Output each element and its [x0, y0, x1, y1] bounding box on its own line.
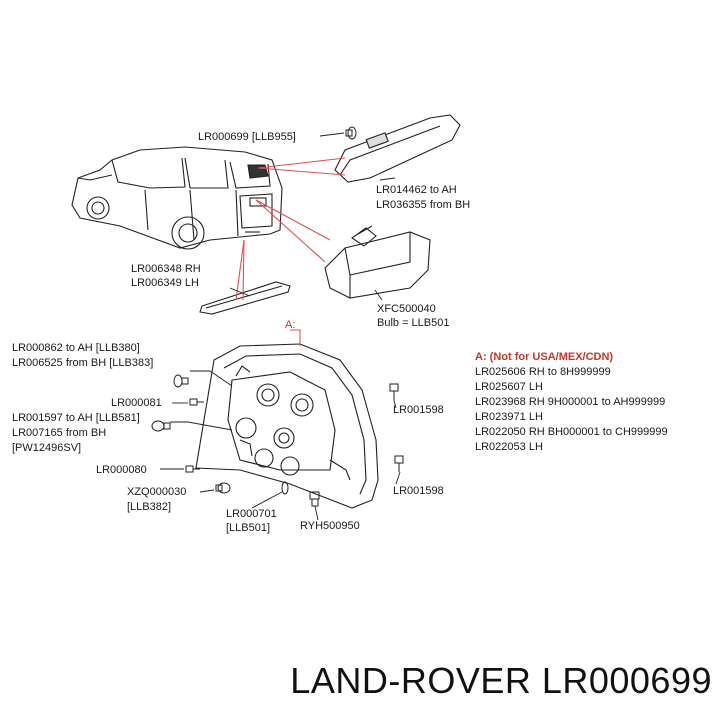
label-lamp-line1: LR000862 to AH [LLB380]	[12, 342, 140, 354]
red-leader-lines	[235, 157, 346, 346]
bulb-llb382	[215, 482, 231, 494]
screw-top	[389, 383, 399, 400]
label-bulb-llb501: [LLB501]	[226, 522, 271, 534]
notes-line: LR022050 RH BH000001 to CH999999	[475, 426, 668, 438]
label-lamp-line2: LR006525 from BH [LLB383]	[12, 357, 154, 369]
label-nut-ryh: RYH500950	[300, 520, 360, 532]
notes-line: LR025606 RH to 8H999999	[475, 366, 611, 378]
footer-title: LAND-ROVER LR000699	[290, 660, 712, 701]
bulb-llb501	[281, 481, 289, 495]
label-bulb-lr000081: LR000081	[111, 397, 162, 409]
notes-header: A: (Not for USA/MEX/CDN)	[475, 351, 614, 363]
rear-reflector	[199, 281, 291, 315]
bulb-llb955	[345, 126, 357, 140]
bulb-llb581	[151, 420, 171, 432]
rear-lamp-assembly	[195, 343, 379, 509]
label-screw-bottom: LR001598	[393, 485, 444, 497]
label-plate-lamp-part: XFC500040	[377, 303, 436, 315]
label-high-stop-line2: LR036355 from BH	[376, 199, 471, 211]
nut-ryh500950	[309, 491, 320, 507]
label-brake-lamp-part: LR000699 [LLB955]	[198, 131, 296, 143]
label-bulb-lr000080: LR000080	[96, 464, 147, 476]
label-bulb-lr000701: LR000701	[226, 508, 277, 520]
label-bulb-pw: [PW12496SV]	[12, 442, 82, 454]
label-screw-top: LR001598	[393, 404, 444, 416]
label-bulb-lr001597: LR001597 to AH [LLB581]	[12, 412, 140, 424]
bulb-llb380	[173, 374, 189, 388]
black-leader-lines	[160, 132, 401, 521]
notes-line: LR022053 LH	[475, 441, 543, 453]
label-reflector-lh: LR006349 LH	[131, 277, 199, 289]
bulb-lr000081	[189, 398, 204, 406]
vehicle-illustration	[71, 146, 283, 250]
label-plate-lamp-bulb: Bulb = LLB501	[377, 317, 450, 329]
label-bulb-lr007165: LR007165 from BH	[12, 427, 107, 439]
label-bulb-xzq-ref: [LLB382]	[127, 501, 172, 513]
notes-line: LR023968 RH 9H000001 to AH999999	[475, 396, 666, 408]
label-bulb-xzq-part: XZQ000030	[127, 486, 187, 498]
notes-line: LR023971 LH	[475, 411, 543, 423]
label-high-stop-line1: LR014462 to AH	[376, 184, 457, 196]
number-plate-lamp	[324, 225, 431, 299]
notes-line: LR025607 LH	[475, 381, 543, 393]
callout-a: A:	[285, 319, 296, 331]
bulb-lr000080	[185, 465, 200, 473]
screw-bottom	[394, 455, 404, 472]
label-reflector-rh: LR006348 RH	[131, 263, 201, 275]
high-stop-lamp	[334, 114, 461, 183]
